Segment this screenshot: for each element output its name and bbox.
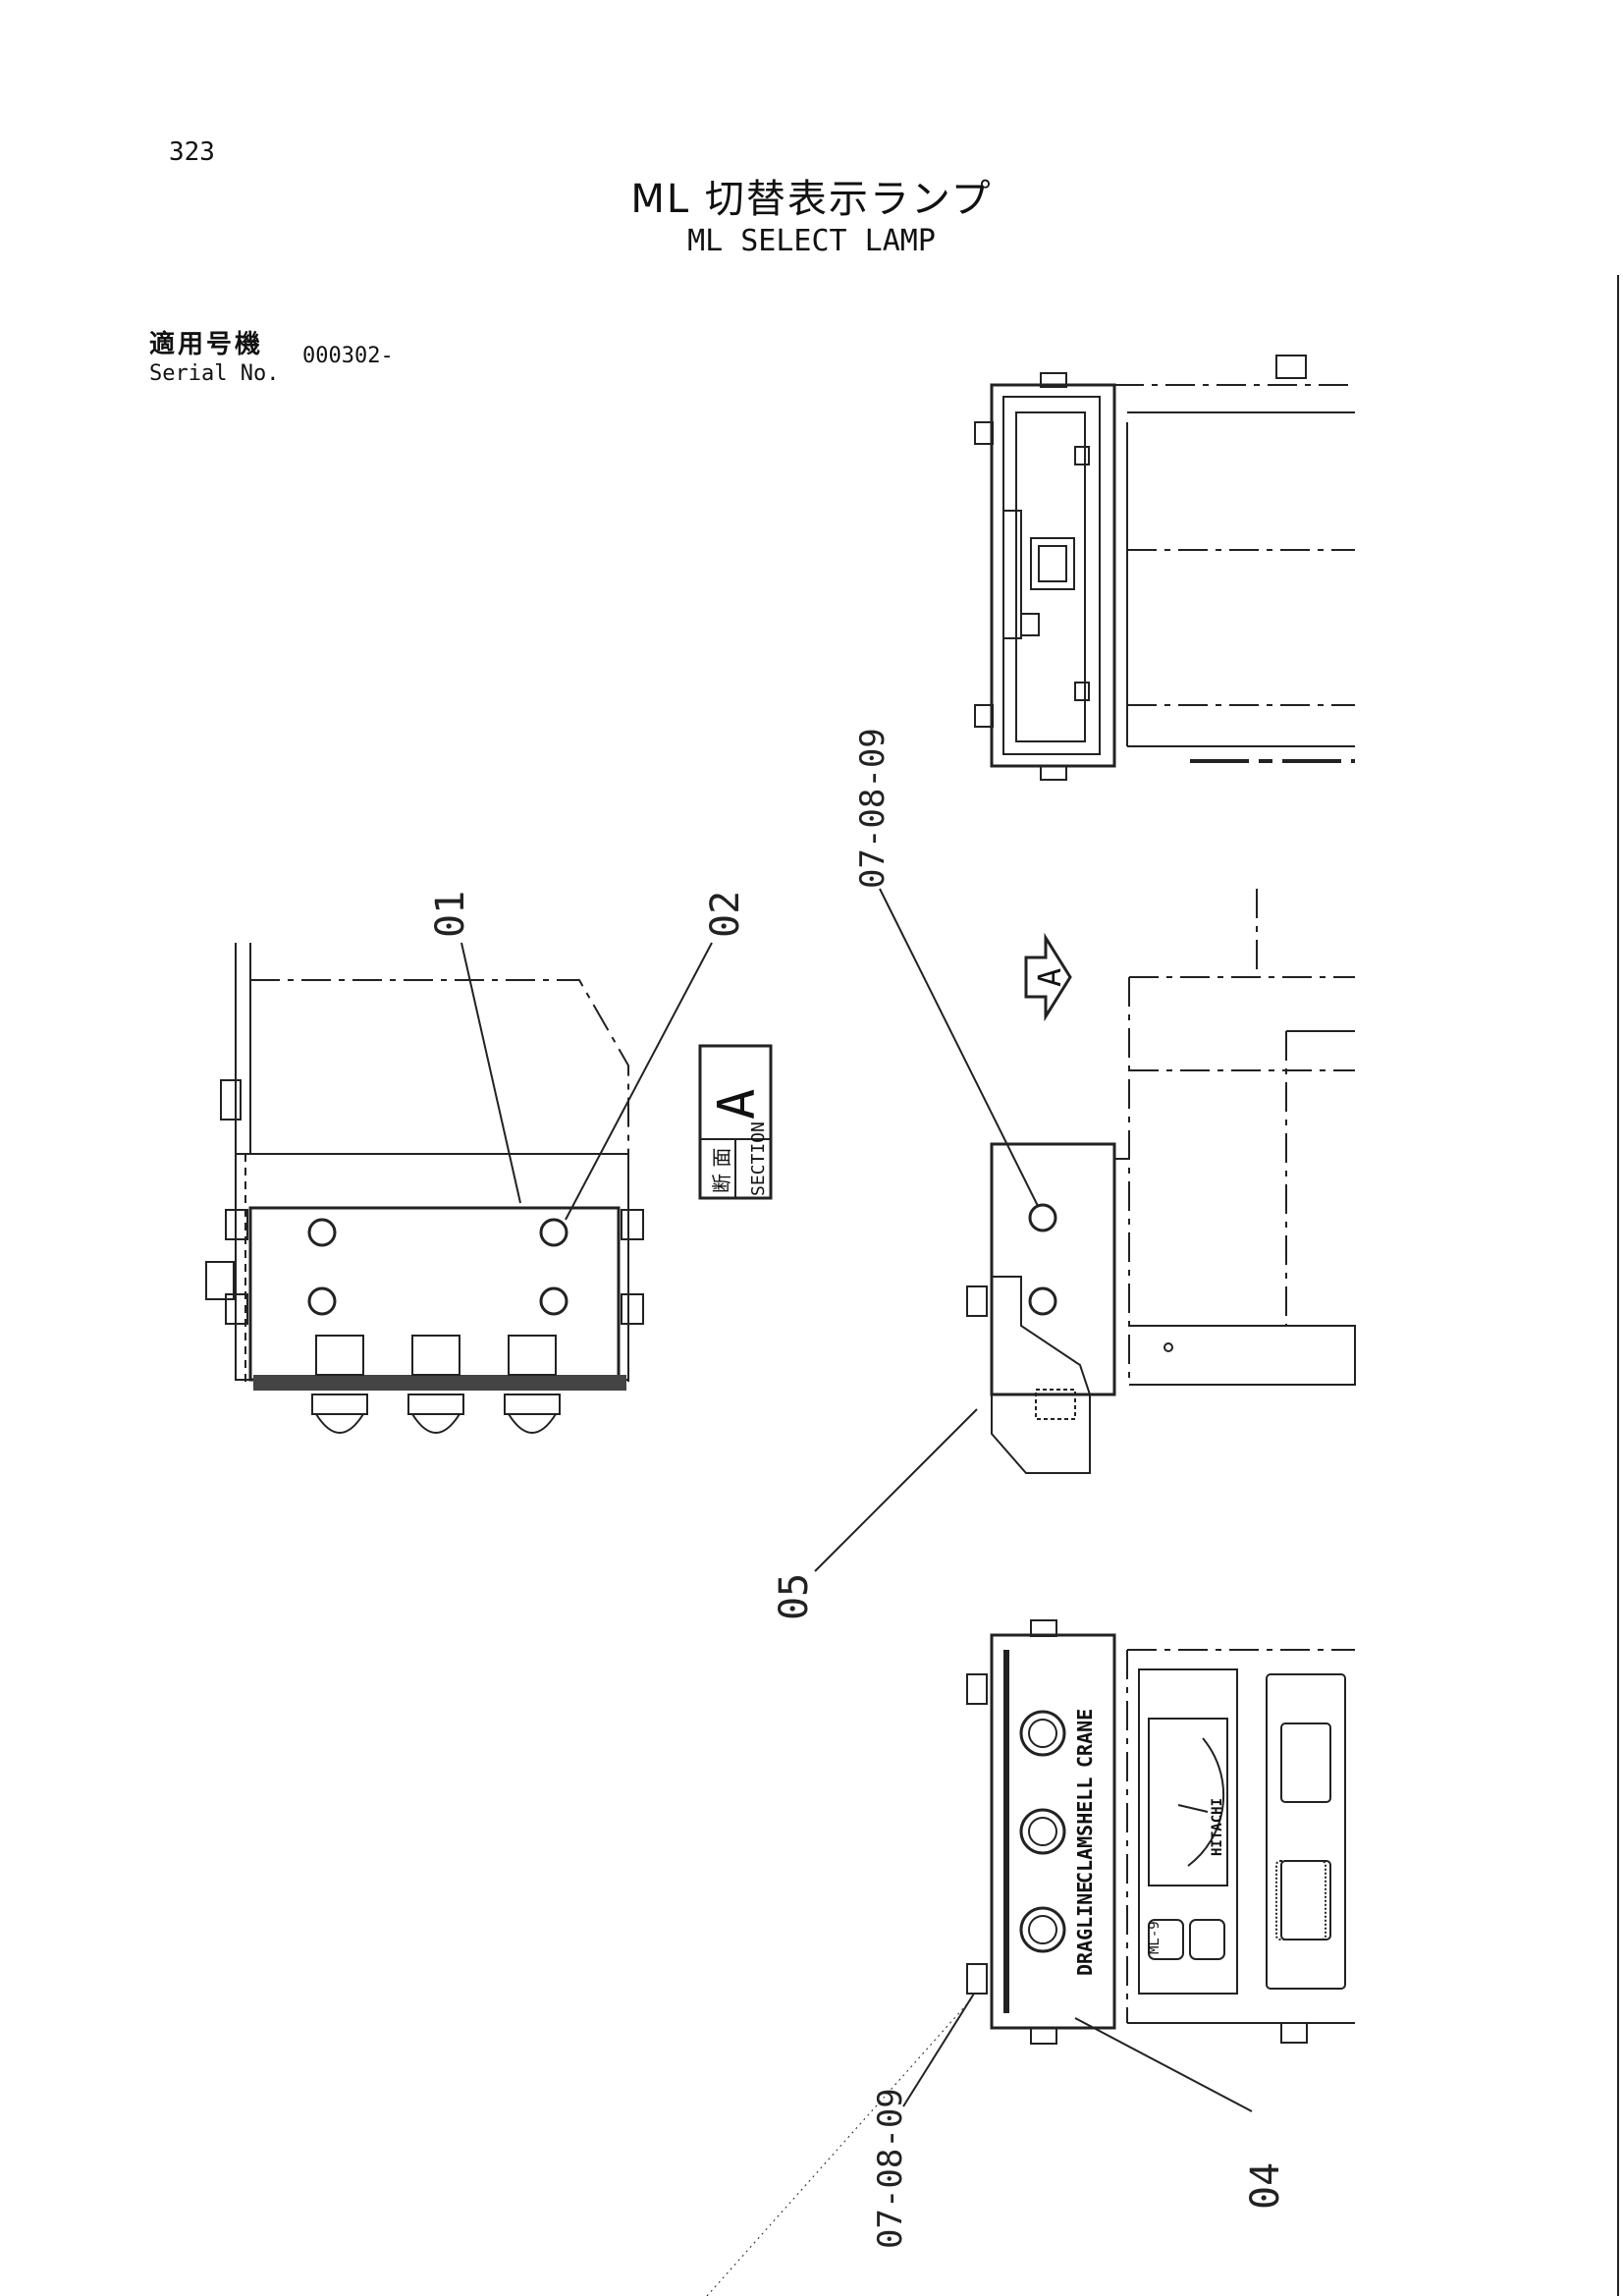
section-label-jp: 断 面 <box>710 1148 733 1193</box>
panel-label-crane: CRANE <box>1073 1709 1097 1768</box>
section-a-view <box>205 943 644 1434</box>
section-label-letter: A <box>708 1089 767 1120</box>
callout-05: 05 <box>772 1573 817 1620</box>
callout-07-08-09-bottom: 07-08-09 <box>871 2088 910 2249</box>
section-label-en: SECTION <box>748 1121 769 1196</box>
view-arrow-a <box>1024 932 1072 1022</box>
gauge-model: ML-9 <box>1147 1921 1163 1954</box>
title-japanese: ML 切替表示ランプ <box>630 177 993 222</box>
leader-lines <box>460 888 1253 2296</box>
callout-07-08-09-top: 07-08-09 <box>853 728 893 889</box>
panel-label-dragline: DRAGLINE <box>1073 1882 1097 1976</box>
serial-label-english: Serial No. <box>149 361 280 386</box>
title-english: ML SELECT LAMP <box>687 224 936 258</box>
front-panel-view <box>966 1619 1355 2045</box>
callout-02: 02 <box>703 891 748 938</box>
panel-label-clamshell: CLAMSHELL <box>1073 1777 1097 1884</box>
serial-label-japanese: 適用号機 <box>149 330 264 359</box>
gauge-brand: HITACHI <box>1210 1798 1225 1856</box>
serial-number-value: 000302- <box>302 344 394 368</box>
top-view-assembly <box>974 355 1355 781</box>
view-arrow-letter: A <box>1031 968 1068 987</box>
side-view-assembly <box>966 889 1356 1474</box>
callout-04: 04 <box>1243 2162 1288 2210</box>
page-number: 323 <box>169 137 215 167</box>
callout-01: 01 <box>428 891 473 938</box>
